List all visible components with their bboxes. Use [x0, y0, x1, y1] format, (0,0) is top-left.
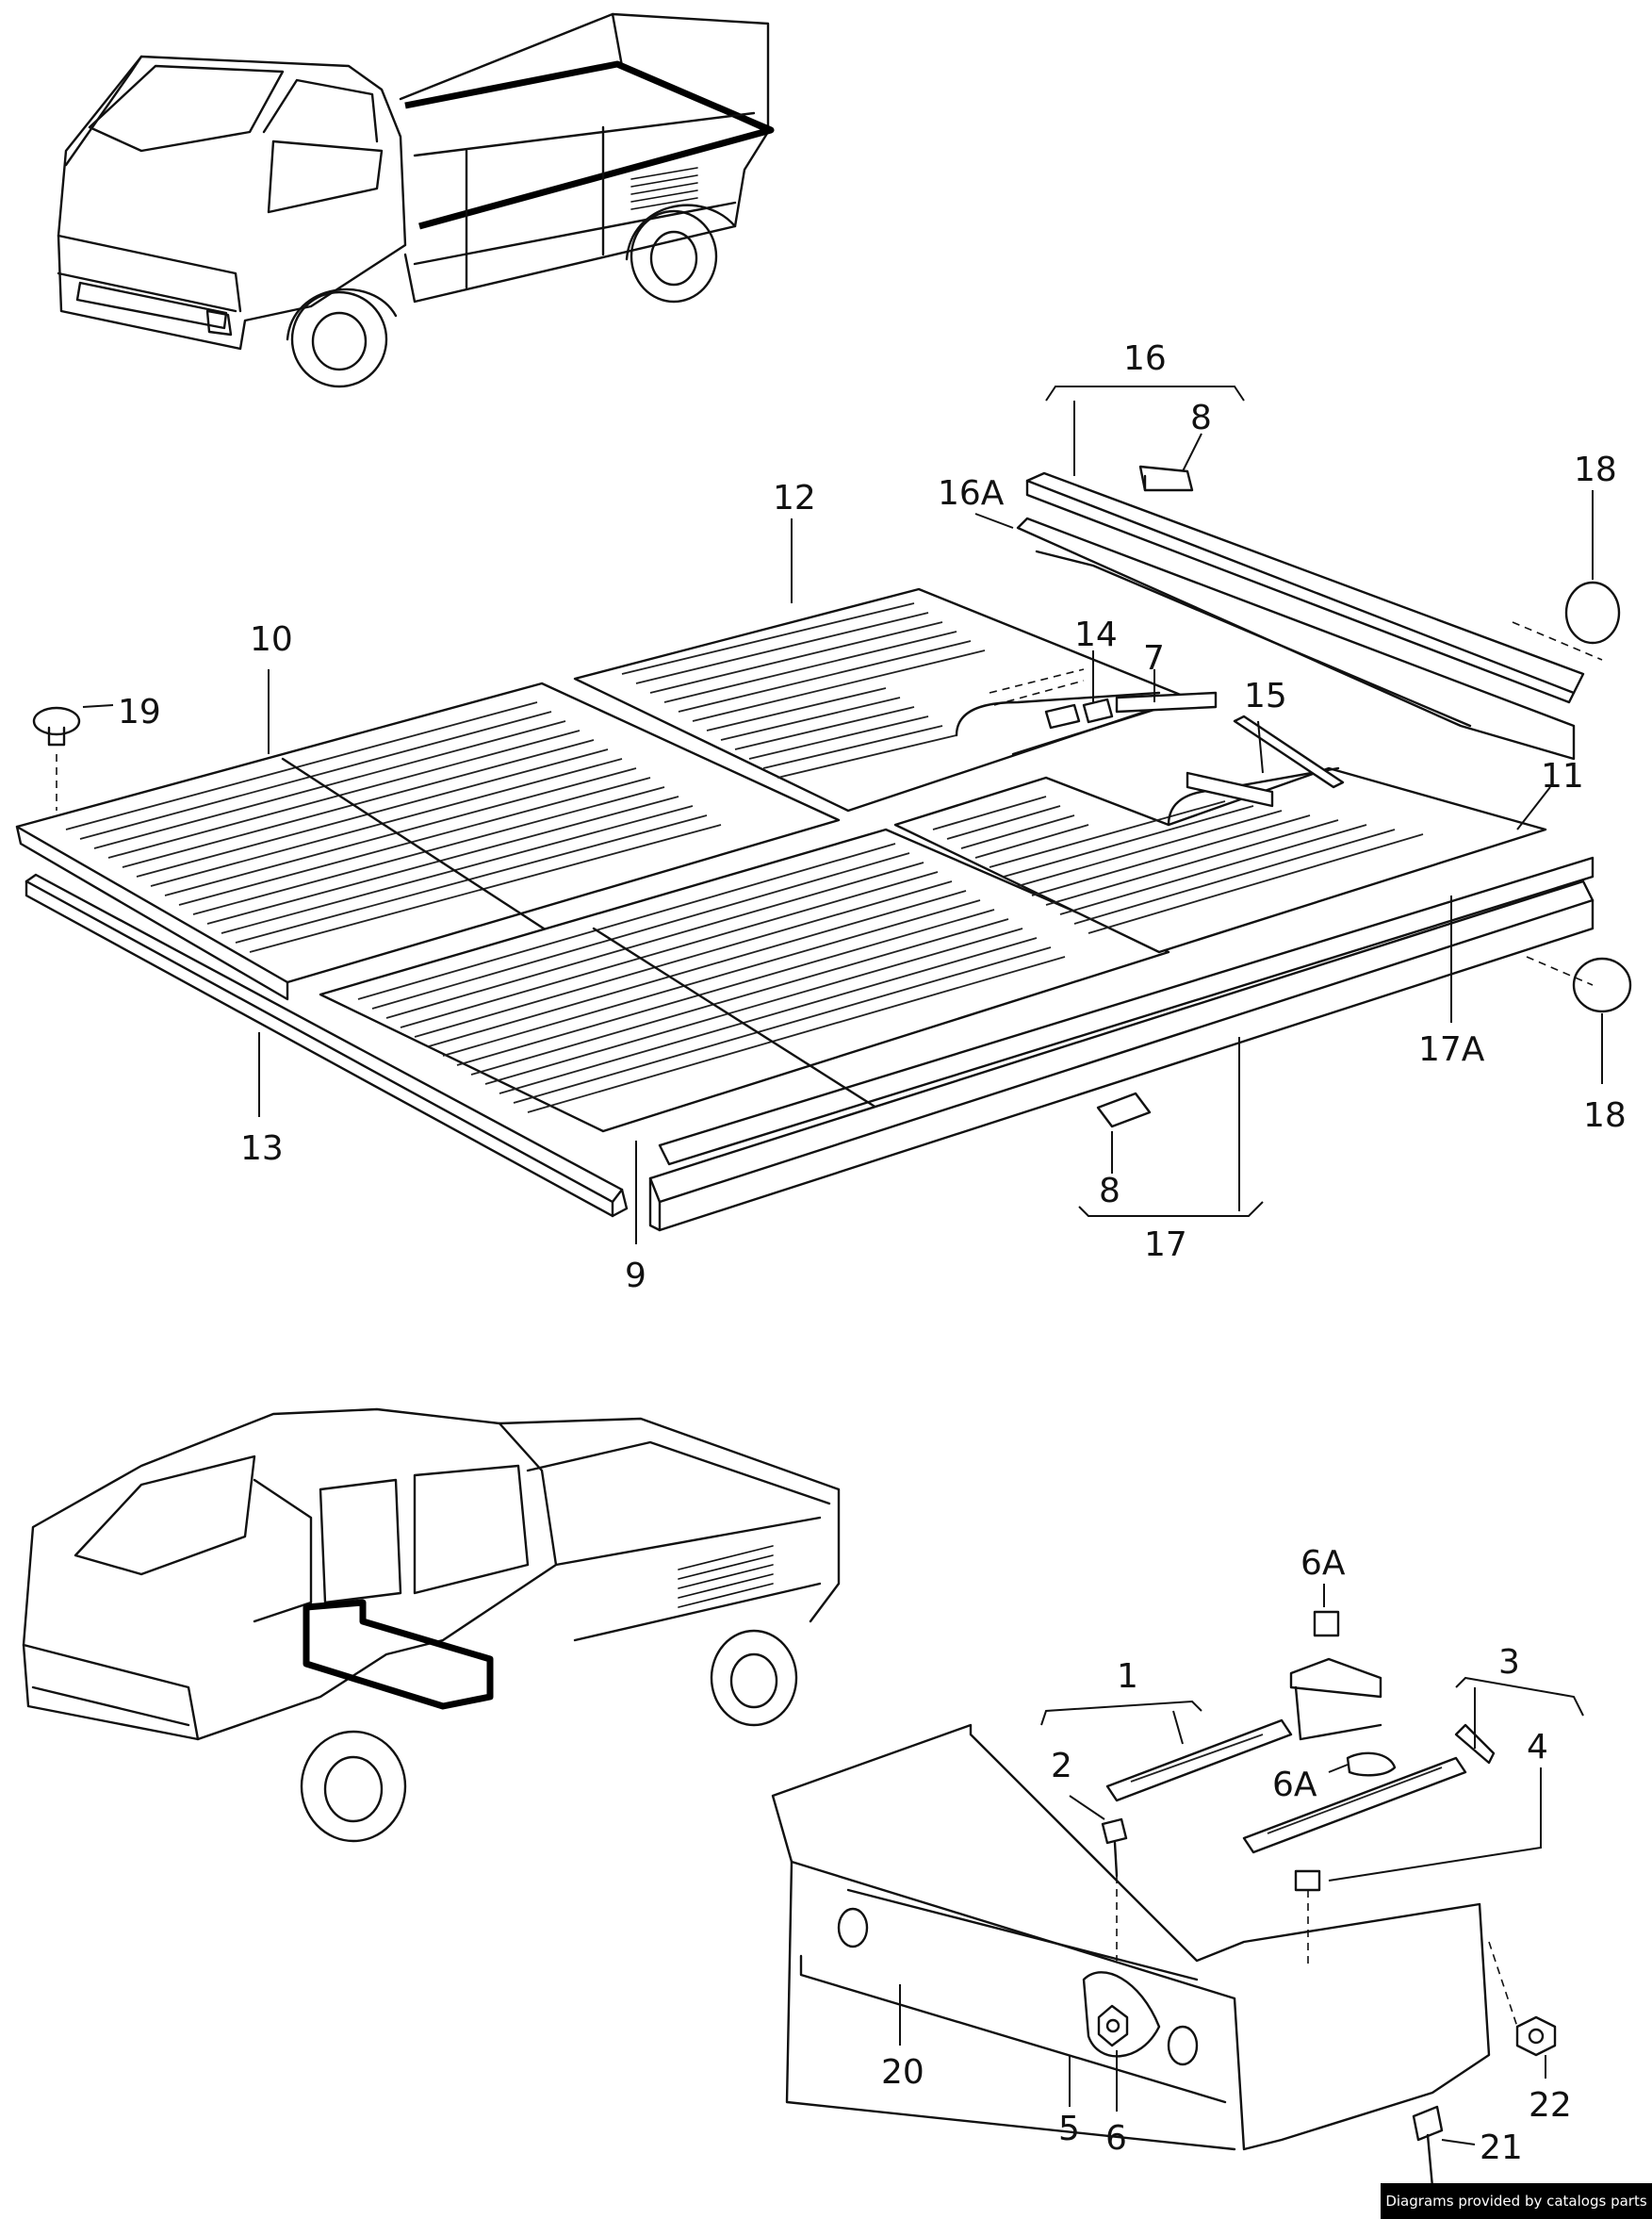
callout-21: 21 [1480, 2129, 1523, 2167]
double-cab-pickup-illustration [22, 1407, 841, 1843]
callout-14: 14 [1074, 616, 1118, 654]
callout-18-bottom: 18 [1583, 1096, 1627, 1135]
callout-19: 19 [118, 693, 161, 731]
callout-22: 22 [1529, 2086, 1572, 2125]
callout-11: 11 [1541, 757, 1584, 796]
callout-7: 7 [1143, 639, 1165, 678]
callout-17: 17 [1144, 1225, 1187, 1264]
diagram-credit-banner: Diagrams provided by catalogs parts [1381, 2183, 1652, 2219]
callout-5: 5 [1058, 2110, 1080, 2148]
callout-8-bottom: 8 [1099, 1172, 1120, 1210]
callout-6a-top: 6A [1300, 1544, 1346, 1583]
callout-labels: 1 2 3 4 5 6 6A 6A 7 8 8 9 10 11 12 13 14… [118, 339, 1627, 2167]
callout-20: 20 [881, 2053, 924, 2092]
callout-17a: 17A [1418, 1030, 1485, 1069]
callout-9: 9 [625, 1257, 646, 1295]
callout-leaders [82, 386, 1603, 2145]
callout-18-top: 18 [1574, 451, 1617, 489]
single-cab-pickup-illustration [57, 12, 775, 388]
callout-13: 13 [240, 1129, 284, 1168]
callout-8-top: 8 [1190, 399, 1212, 437]
callout-1: 1 [1117, 1657, 1138, 1696]
callout-12: 12 [773, 479, 816, 518]
under-seat-storage-box [771, 1610, 1557, 2189]
callout-15: 15 [1244, 677, 1287, 715]
callout-16: 16 [1123, 339, 1167, 378]
callout-10: 10 [250, 620, 293, 659]
callout-3: 3 [1498, 1643, 1520, 1682]
cargo-floor-panels [15, 465, 1632, 1232]
callout-6a-middle: 6A [1272, 1766, 1317, 1804]
callout-6: 6 [1105, 2119, 1127, 2158]
callout-4: 4 [1527, 1728, 1548, 1767]
callout-16a: 16A [938, 474, 1005, 513]
callout-2: 2 [1051, 1747, 1072, 1785]
